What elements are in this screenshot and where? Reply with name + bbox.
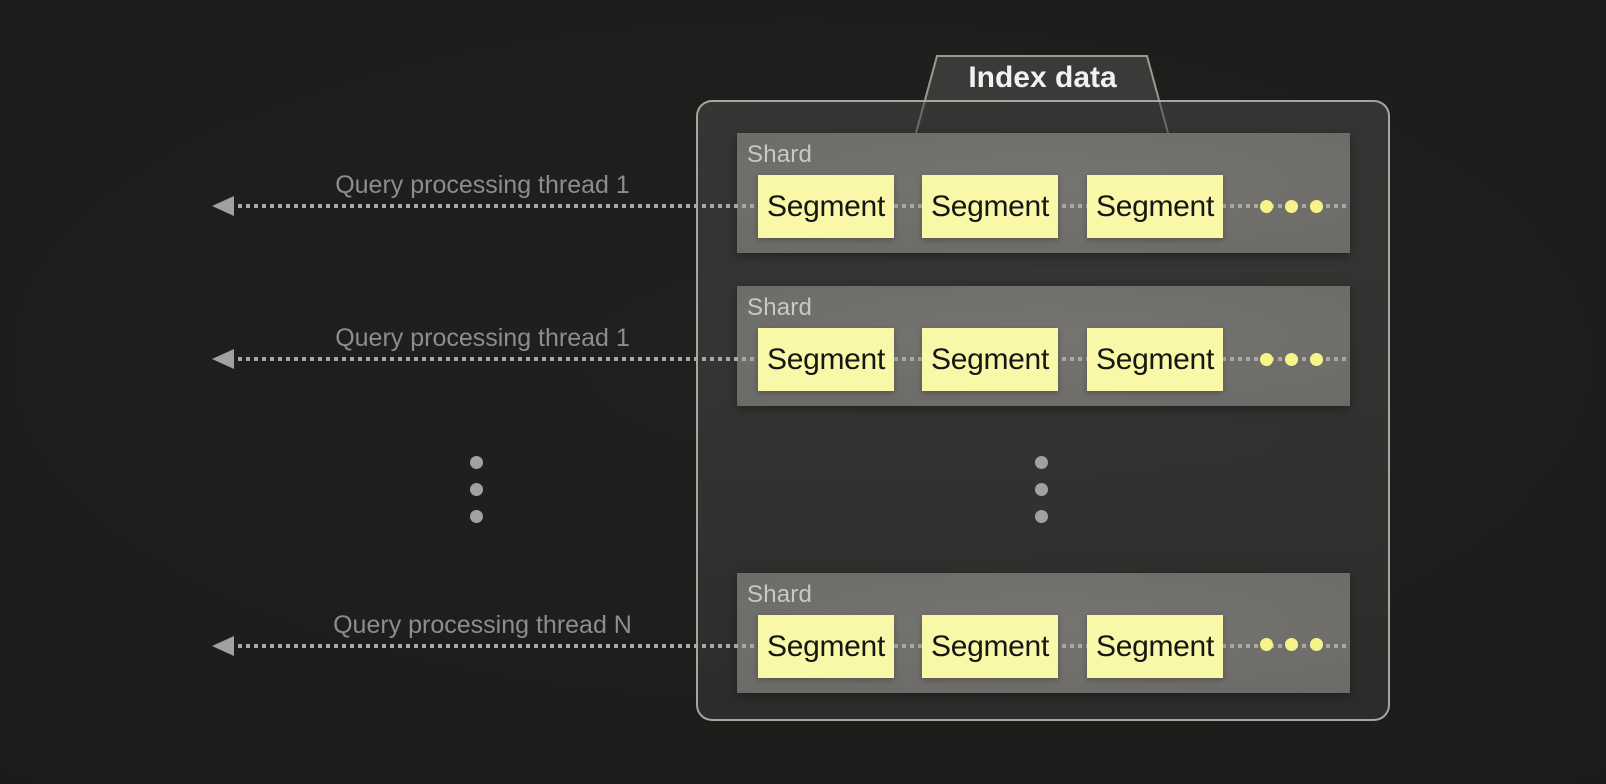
- index-data-title: Index data: [968, 61, 1117, 94]
- shard-label: Shard: [747, 581, 813, 608]
- segment-box: Segment: [758, 175, 894, 238]
- ellipsis-dot-icon: [1035, 483, 1048, 496]
- segment-box: Segment: [1087, 175, 1223, 238]
- query-thread-label-3: Query processing thread N: [333, 611, 632, 639]
- dot-icon: [1260, 638, 1273, 651]
- ellipsis-dot-icon: [470, 456, 483, 469]
- dot-icon: [1285, 353, 1298, 366]
- query-thread-label-2: Query processing thread 1: [335, 324, 630, 352]
- dot-icon: [1310, 638, 1323, 651]
- dot-icon: [1310, 353, 1323, 366]
- segment-box: Segment: [758, 328, 894, 391]
- ellipsis-dot-icon: [470, 483, 483, 496]
- arrow-left-icon: [212, 636, 234, 656]
- segment-box: Segment: [1087, 328, 1223, 391]
- dot-icon: [1260, 200, 1273, 213]
- query-thread-label-1: Query processing thread 1: [335, 171, 630, 199]
- arrow-left-icon: [212, 196, 234, 216]
- dot-icon: [1260, 353, 1273, 366]
- dot-icon: [1310, 200, 1323, 213]
- segment-box: Segment: [1087, 615, 1223, 678]
- shard-label: Shard: [747, 294, 813, 321]
- arrow-left-icon: [212, 349, 234, 369]
- segment-box: Segment: [922, 615, 1058, 678]
- segment-box: Segment: [758, 615, 894, 678]
- ellipsis-dot-icon: [1035, 456, 1048, 469]
- dot-icon: [1285, 200, 1298, 213]
- segment-box: Segment: [922, 175, 1058, 238]
- shard-label: Shard: [747, 141, 813, 168]
- segment-box: Segment: [922, 328, 1058, 391]
- ellipsis-dot-icon: [1035, 510, 1048, 523]
- ellipsis-dot-icon: [470, 510, 483, 523]
- dot-icon: [1285, 638, 1298, 651]
